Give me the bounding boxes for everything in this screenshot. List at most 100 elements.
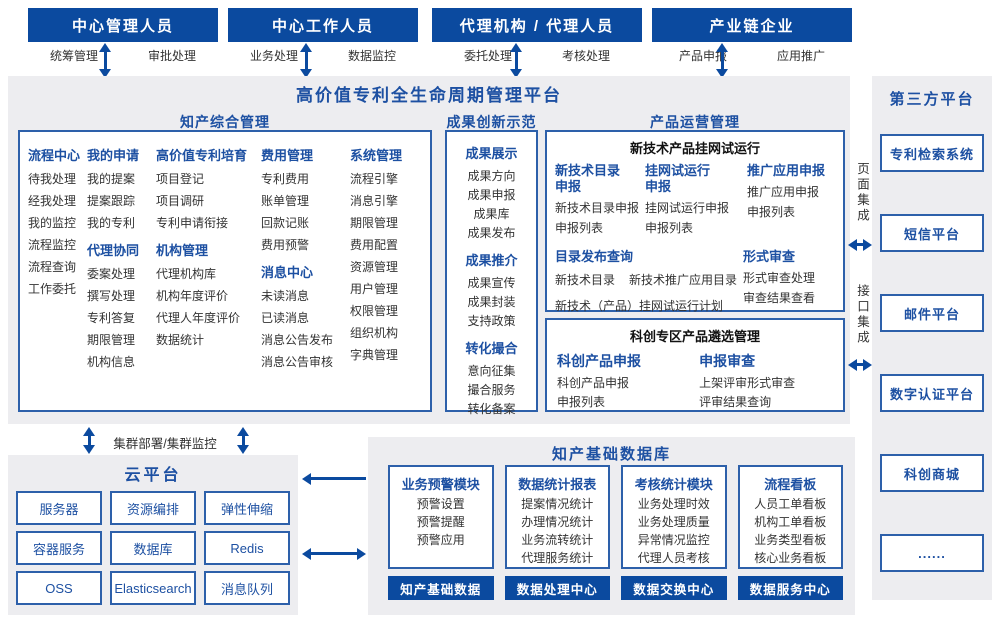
menu-group-items: 专利费用账单管理回款记账费用预警: [261, 172, 349, 252]
third-party-box: 邮件平台: [880, 294, 984, 332]
menu-item: 机构年度评价: [156, 289, 229, 303]
menu-item: 专利申请衔接: [156, 216, 229, 230]
menu-group-items: 形式审查处理审查结果查看: [743, 271, 835, 305]
menu-item: 成果封装: [467, 295, 516, 309]
menu-group-header: 科创产品申报: [557, 353, 641, 369]
menu-item: 流程监控: [28, 238, 77, 252]
menu-group-items: 成果方向成果申报成果库成果发布: [467, 164, 515, 245]
menu-item: 上架评审形式审查: [699, 376, 796, 390]
cloud-service-box: 容器服务: [16, 531, 102, 565]
module-items: 预警设置预警提醒预警应用: [390, 497, 492, 547]
selection-columns: 科创产品申报 科创产品申报申报列表 申报审查 上架评审形式审查评审结果查询: [547, 347, 843, 414]
menu-item: 账单管理: [261, 194, 310, 208]
ip-management-box: 流程中心 待我处理经我处理我的监控流程监控流程查询工作委托 我的申请 我的提案提…: [18, 130, 432, 412]
database-module: 业务预警模块 预警设置预警提醒预警应用: [388, 465, 494, 569]
menu-group-items: 代理机构库机构年度评价代理人年度评价数据统计: [156, 267, 260, 347]
menu-item: 代理人年度评价: [156, 311, 241, 325]
menu-column: 推广应用申报 推广应用申报申报列表: [747, 159, 835, 241]
module-header: 业务预警模块: [401, 477, 480, 492]
actor-bar-center-staff: 中心工作人员: [228, 8, 418, 42]
menu-item: 新技术目录申报: [555, 201, 640, 215]
role-label: 统筹管理: [49, 49, 98, 63]
third-party-box: 数字认证平台: [880, 374, 984, 412]
menu-item: 代理机构库: [156, 267, 217, 281]
menu-group-header: 流程中心: [28, 148, 81, 163]
menu-item: 项目调研: [156, 194, 205, 208]
cloud-service-box: OSS: [16, 571, 102, 605]
menu-group-items: 项目登记项目调研专利申请衔接: [156, 172, 260, 230]
third-party-title: 第三方平台: [889, 91, 975, 108]
third-party-box: ......: [880, 534, 984, 572]
menu-item: 成果库: [473, 207, 510, 221]
data-center-bar: 知产基础数据: [388, 576, 494, 600]
menu-group-header: 高价值专利培育: [156, 148, 248, 163]
module-header: 数据统计报表: [518, 477, 597, 492]
selection-box: 科创专区产品遴选管理 科创产品申报 科创产品申报申报列表 申报审查 上架评审形式…: [545, 318, 845, 412]
section-title-achievement: 成果创新示范: [446, 114, 537, 130]
module-item: 业务处理时效: [637, 497, 710, 511]
cloud-service-box: 服务器: [16, 491, 102, 525]
menu-item: 专利费用: [261, 172, 310, 186]
third-party-box: 科创商城: [880, 454, 984, 492]
module-item: 办理情况统计: [521, 515, 594, 529]
module-item: 代理人员考核: [637, 551, 710, 565]
menu-group-header: 新技术目录申报: [555, 163, 621, 194]
trial-run-box-title: 新技术产品挂网试运行: [629, 141, 760, 156]
trial-run-box: 新技术产品挂网试运行 新技术目录申报 新技术目录申报申报列表 挂网试运行申报 挂…: [545, 130, 845, 313]
menu-item: 我的监控: [28, 216, 77, 230]
menu-item: 申报列表: [557, 395, 606, 409]
role-label: 委托处理: [463, 49, 512, 63]
menu-item: 项目登记: [156, 172, 205, 186]
selection-box-title: 科创专区产品遴选管理: [629, 329, 760, 344]
menu-item: 新技术目录: [555, 273, 616, 287]
menu-item: 期限管理: [350, 216, 399, 230]
menu-item: 成果申报: [467, 188, 516, 202]
menu-item: 回款记账: [261, 216, 310, 230]
trial-run-row2: 目录发布查询 新技术目录新技术推广应用目录新技术（产品）挂网试运行计划 形式审查…: [547, 245, 843, 319]
menu-item: 工作委托: [28, 282, 77, 296]
menu-item: 流程查询: [28, 260, 77, 274]
menu-item: 评审结果查询: [699, 395, 772, 409]
menu-column: 挂网试运行申报 挂网试运行申报申报列表: [645, 159, 745, 241]
menu-column: 目录发布查询 新技术目录新技术推广应用目录新技术（产品）挂网试运行计划: [555, 245, 741, 319]
menu-group-items: 挂网试运行申报申报列表: [645, 201, 745, 235]
menu-group-header: 成果推介: [465, 253, 518, 268]
menu-group-items: 成果宣传成果封装支持政策: [467, 271, 515, 333]
actor-bar-center-managers: 中心管理人员: [28, 8, 218, 42]
double-arrow-vertical-icon: [510, 43, 522, 78]
menu-group-items: 我的提案提案跟踪我的专利: [87, 172, 155, 230]
database-module: 流程看板 人员工单看板机构工单看板业务类型看板核心业务看板: [737, 465, 843, 569]
menu-column: 我的申请 我的提案提案跟踪我的专利 代理协同 委案处理撰写处理专利答复期限管理机…: [87, 141, 155, 401]
menu-item: 专利答复: [87, 311, 136, 325]
menu-group-items: 待我处理经我处理我的监控流程监控流程查询工作委托: [28, 172, 86, 296]
menu-item: 支持政策: [467, 314, 516, 328]
menu-group-header: 我的申请: [87, 148, 140, 163]
menu-item: 资源管理: [350, 260, 399, 274]
role-label: 业务处理: [249, 49, 298, 63]
menu-group-items: 上架评审形式审查评审结果查询: [699, 376, 833, 409]
menu-item: 数据统计: [156, 333, 205, 347]
menu-item: 审查结果查看: [743, 291, 816, 305]
menu-column: 新技术目录申报 新技术目录申报申报列表: [555, 159, 643, 241]
section-title-ip-management: 知产综合管理: [180, 114, 270, 130]
menu-group-header: 机构管理: [156, 243, 209, 258]
menu-group-header: 申报审查: [699, 353, 756, 369]
double-arrow-horizontal-icon: [848, 358, 872, 371]
menu-column: 系统管理 流程引擎消息引擎期限管理费用配置资源管理用户管理权限管理组织机构字典管…: [350, 141, 422, 401]
actor-roles-row: 产品申报 应用推广: [652, 47, 852, 63]
double-arrow-horizontal-icon: [848, 238, 872, 251]
cloud-service-box: 弹性伸缩: [204, 491, 290, 525]
cloud-service-box: Redis: [204, 531, 290, 565]
platform-title: 高价值专利全生命周期管理平台: [296, 86, 562, 105]
module-items: 人员工单看板机构工单看板业务类型看板核心业务看板: [740, 497, 842, 565]
menu-column: 申报审查 上架评审形式审查评审结果查询: [699, 347, 833, 414]
module-item: 机构工单看板: [754, 515, 827, 529]
actor-roles-row: 委托处理 考核处理: [432, 47, 642, 63]
menu-item: 我的专利: [87, 216, 136, 230]
module-items: 提案情况统计办理情况统计业务流转统计代理服务统计: [507, 497, 609, 565]
menu-group-header: 成果展示: [465, 146, 518, 161]
actor-bar-enterprises: 产业链企业: [652, 8, 852, 42]
database-centers: 知产基础数据数据处理中心数据交换中心数据服务中心: [388, 576, 843, 600]
menu-item: 转化备案: [467, 402, 516, 416]
